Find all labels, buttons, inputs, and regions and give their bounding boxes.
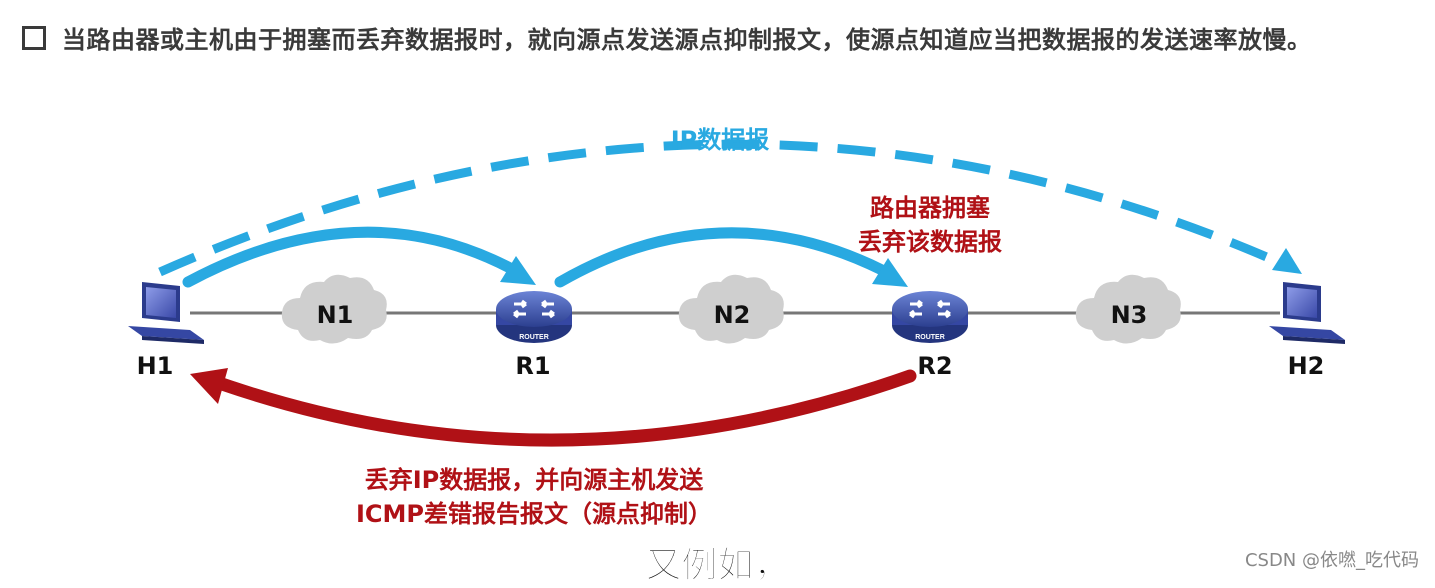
host-h1-icon bbox=[128, 282, 204, 344]
congestion-label-line1: 路由器拥塞 bbox=[870, 194, 990, 222]
icmp-label-line2: ICMP差错报告报文（源点抑制） bbox=[356, 500, 712, 528]
node-label-n1: N1 bbox=[317, 301, 354, 329]
router-r2-icon: ROUTER bbox=[892, 291, 968, 343]
header-text: 当路由器或主机由于拥塞而丢弃数据报时，就向源点发送源点抑制报文，使源点知道应当把… bbox=[62, 26, 1312, 54]
node-label-h1: H1 bbox=[137, 352, 174, 380]
cloud-n1: N1 bbox=[281, 274, 387, 344]
ip-datagram-dashed-arc bbox=[158, 139, 1287, 277]
node-label-h2: H2 bbox=[1288, 352, 1325, 380]
router-caption-r2: ROUTER bbox=[915, 334, 945, 341]
host-h2-icon bbox=[1269, 282, 1345, 344]
header: 当路由器或主机由于拥塞而丢弃数据报时，就向源点发送源点抑制报文，使源点知道应当把… bbox=[22, 20, 1312, 55]
node-label-r1: R1 bbox=[515, 352, 550, 380]
node-label-n2: N2 bbox=[714, 301, 751, 329]
router-r1-icon: ROUTER bbox=[496, 291, 572, 343]
icmp-return-arrow bbox=[215, 369, 917, 447]
hop-arrowhead-h1-r1 bbox=[500, 256, 536, 285]
ip-datagram-label: IP数据报 bbox=[671, 126, 770, 154]
router-caption-r1: ROUTER bbox=[519, 334, 549, 341]
hop-arrow-r1-r2 bbox=[554, 227, 888, 288]
video-subtitle: 又例如， bbox=[645, 545, 790, 587]
hop-arrowhead-r1-r2 bbox=[872, 258, 908, 287]
node-label-r2: R2 bbox=[917, 352, 952, 380]
icmp-label-line1: 丢弃IP数据报，并向源主机发送 bbox=[365, 466, 705, 494]
hop-arrow-h1-r1 bbox=[182, 226, 516, 288]
icmp-return-arrowhead bbox=[190, 368, 228, 404]
checkbox-icon[interactable] bbox=[22, 25, 46, 50]
cloud-n2: N2 bbox=[678, 274, 784, 344]
watermark: CSDN @依嘫_吃代码 bbox=[1244, 550, 1419, 571]
congestion-label-line2: 丢弃该数据报 bbox=[858, 228, 1002, 256]
ip-datagram-arrowhead bbox=[1272, 248, 1302, 274]
cloud-n3: N3 bbox=[1075, 274, 1181, 344]
node-label-n3: N3 bbox=[1111, 301, 1148, 329]
